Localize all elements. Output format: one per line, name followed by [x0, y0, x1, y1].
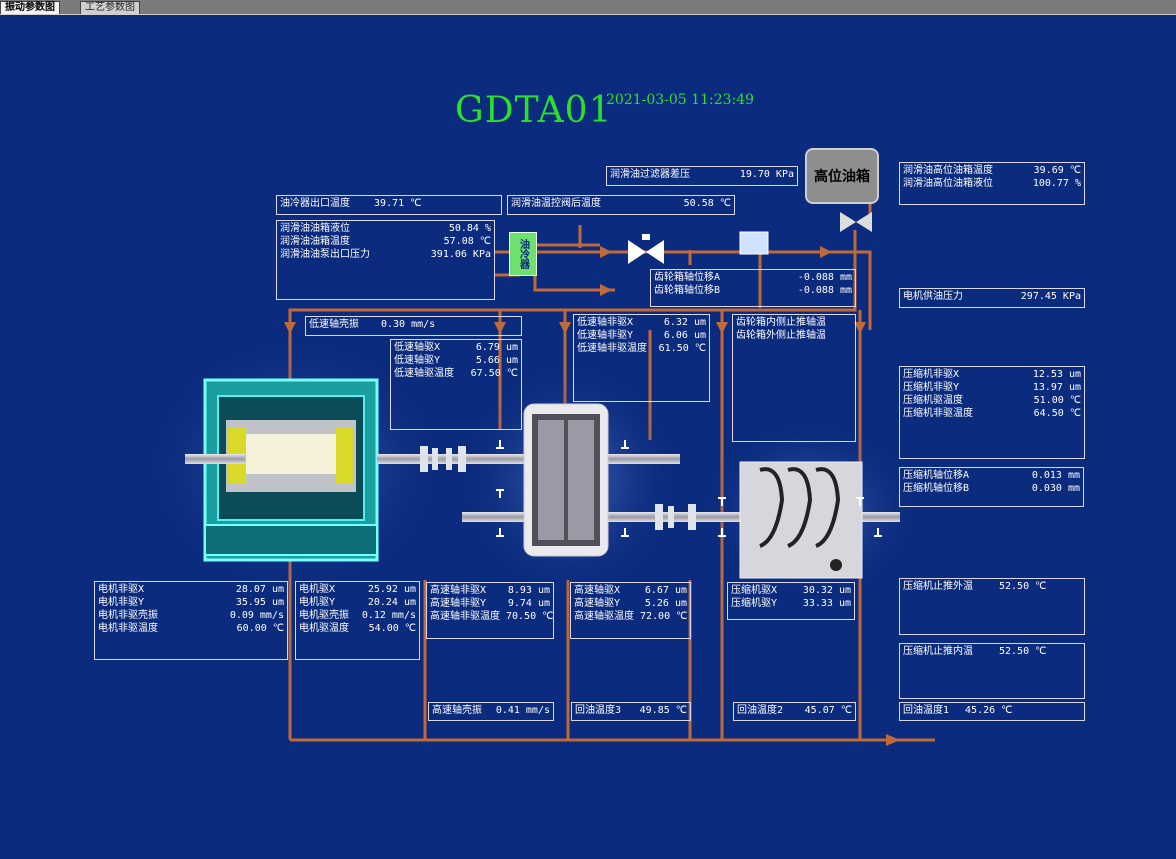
control-valve — [628, 234, 664, 264]
high-level-oil-tank: 高位油箱 — [805, 148, 879, 204]
gear-axial-box: 齿轮箱轴位移A-0.088 mm 齿轮箱轴位移B-0.088 mm — [650, 269, 856, 307]
gearbox — [523, 403, 609, 557]
tab-vibration[interactable]: 振动参数图 — [0, 1, 60, 14]
compressor — [739, 461, 863, 579]
flow-arrows — [284, 246, 900, 746]
motor — [203, 378, 379, 562]
unit-title: GDTA01 — [455, 90, 613, 131]
timestamp: 2021-03-05 11:23:49 — [606, 92, 755, 108]
couplings — [420, 446, 696, 530]
bearing-probes — [496, 440, 882, 537]
tab-bar: 振动参数图 工艺参数图 — [0, 0, 1176, 15]
gear-thrust-box: 齿轮箱内侧止推轴温 齿轮箱外侧止推轴温 — [732, 314, 856, 442]
tank-valve — [840, 212, 872, 232]
oil-cooler: 油冷器 — [509, 232, 537, 276]
tab-process[interactable]: 工艺参数图 — [80, 1, 140, 14]
